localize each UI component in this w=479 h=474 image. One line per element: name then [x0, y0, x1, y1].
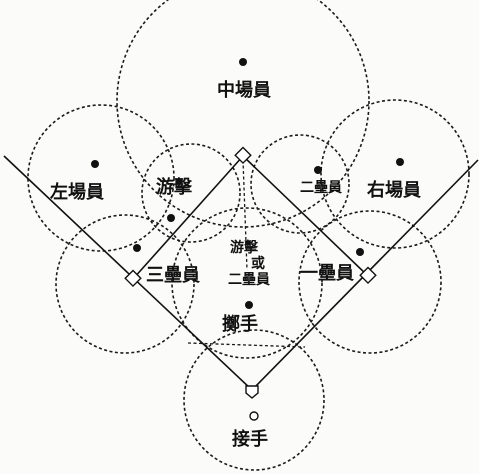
third-baseman-dot [133, 244, 141, 252]
center-field-label: 中場員 [217, 79, 271, 101]
middle-note-or: 或 [251, 255, 265, 272]
first-base-zone [298, 210, 442, 354]
first-baseman-dot [356, 248, 364, 256]
catcher-marker [249, 411, 259, 421]
first-base-label: 一壘員 [300, 263, 354, 284]
right-field-label: 右場員 [367, 179, 421, 201]
second-base-label: 二壘員 [300, 180, 342, 196]
second-base [234, 146, 252, 165]
coverage-zones [27, 0, 470, 471]
third-base-label: 三壘員 [146, 265, 200, 286]
middle-note-top: 游擊 [230, 239, 259, 256]
third-base [124, 269, 142, 288]
shortstop-zone [141, 143, 241, 243]
home-plate [245, 385, 259, 399]
second-baseman-dot [314, 166, 322, 174]
second-to-first-baseline [242, 155, 369, 277]
catcher-label: 接手 [232, 428, 268, 450]
third-to-second-baseline [132, 155, 244, 280]
position-labels: 中場員 左場員 右場員 游擊 二壘員 三壘員 一壘員 擲手 接手 游擊 或 二壘… [50, 79, 421, 450]
shortstop-label: 游擊 [156, 176, 193, 198]
pitcher-dot [245, 301, 253, 309]
second-base-zone [250, 134, 350, 234]
third-base-foul-line [3, 155, 253, 391]
right-field-zone [320, 99, 470, 249]
middle-note-bottom: 二壘員 [228, 272, 270, 288]
center-fielder-dot [239, 58, 247, 66]
shortstop-dot [167, 214, 175, 222]
pitcher-label: 擲手 [222, 313, 258, 335]
center-field-zone [116, 0, 370, 228]
left-field-label: 左場員 [50, 181, 104, 203]
bases [124, 146, 377, 421]
left-field-zone [27, 104, 175, 252]
right-fielder-dot [396, 158, 404, 166]
second-to-home-guide [242, 159, 248, 271]
pitcher-zone [171, 207, 323, 359]
catcher-zone [183, 329, 325, 471]
left-fielder-dot [91, 160, 99, 168]
first-base [359, 266, 377, 285]
third-base-zone [55, 214, 195, 354]
player-dots [91, 58, 404, 309]
